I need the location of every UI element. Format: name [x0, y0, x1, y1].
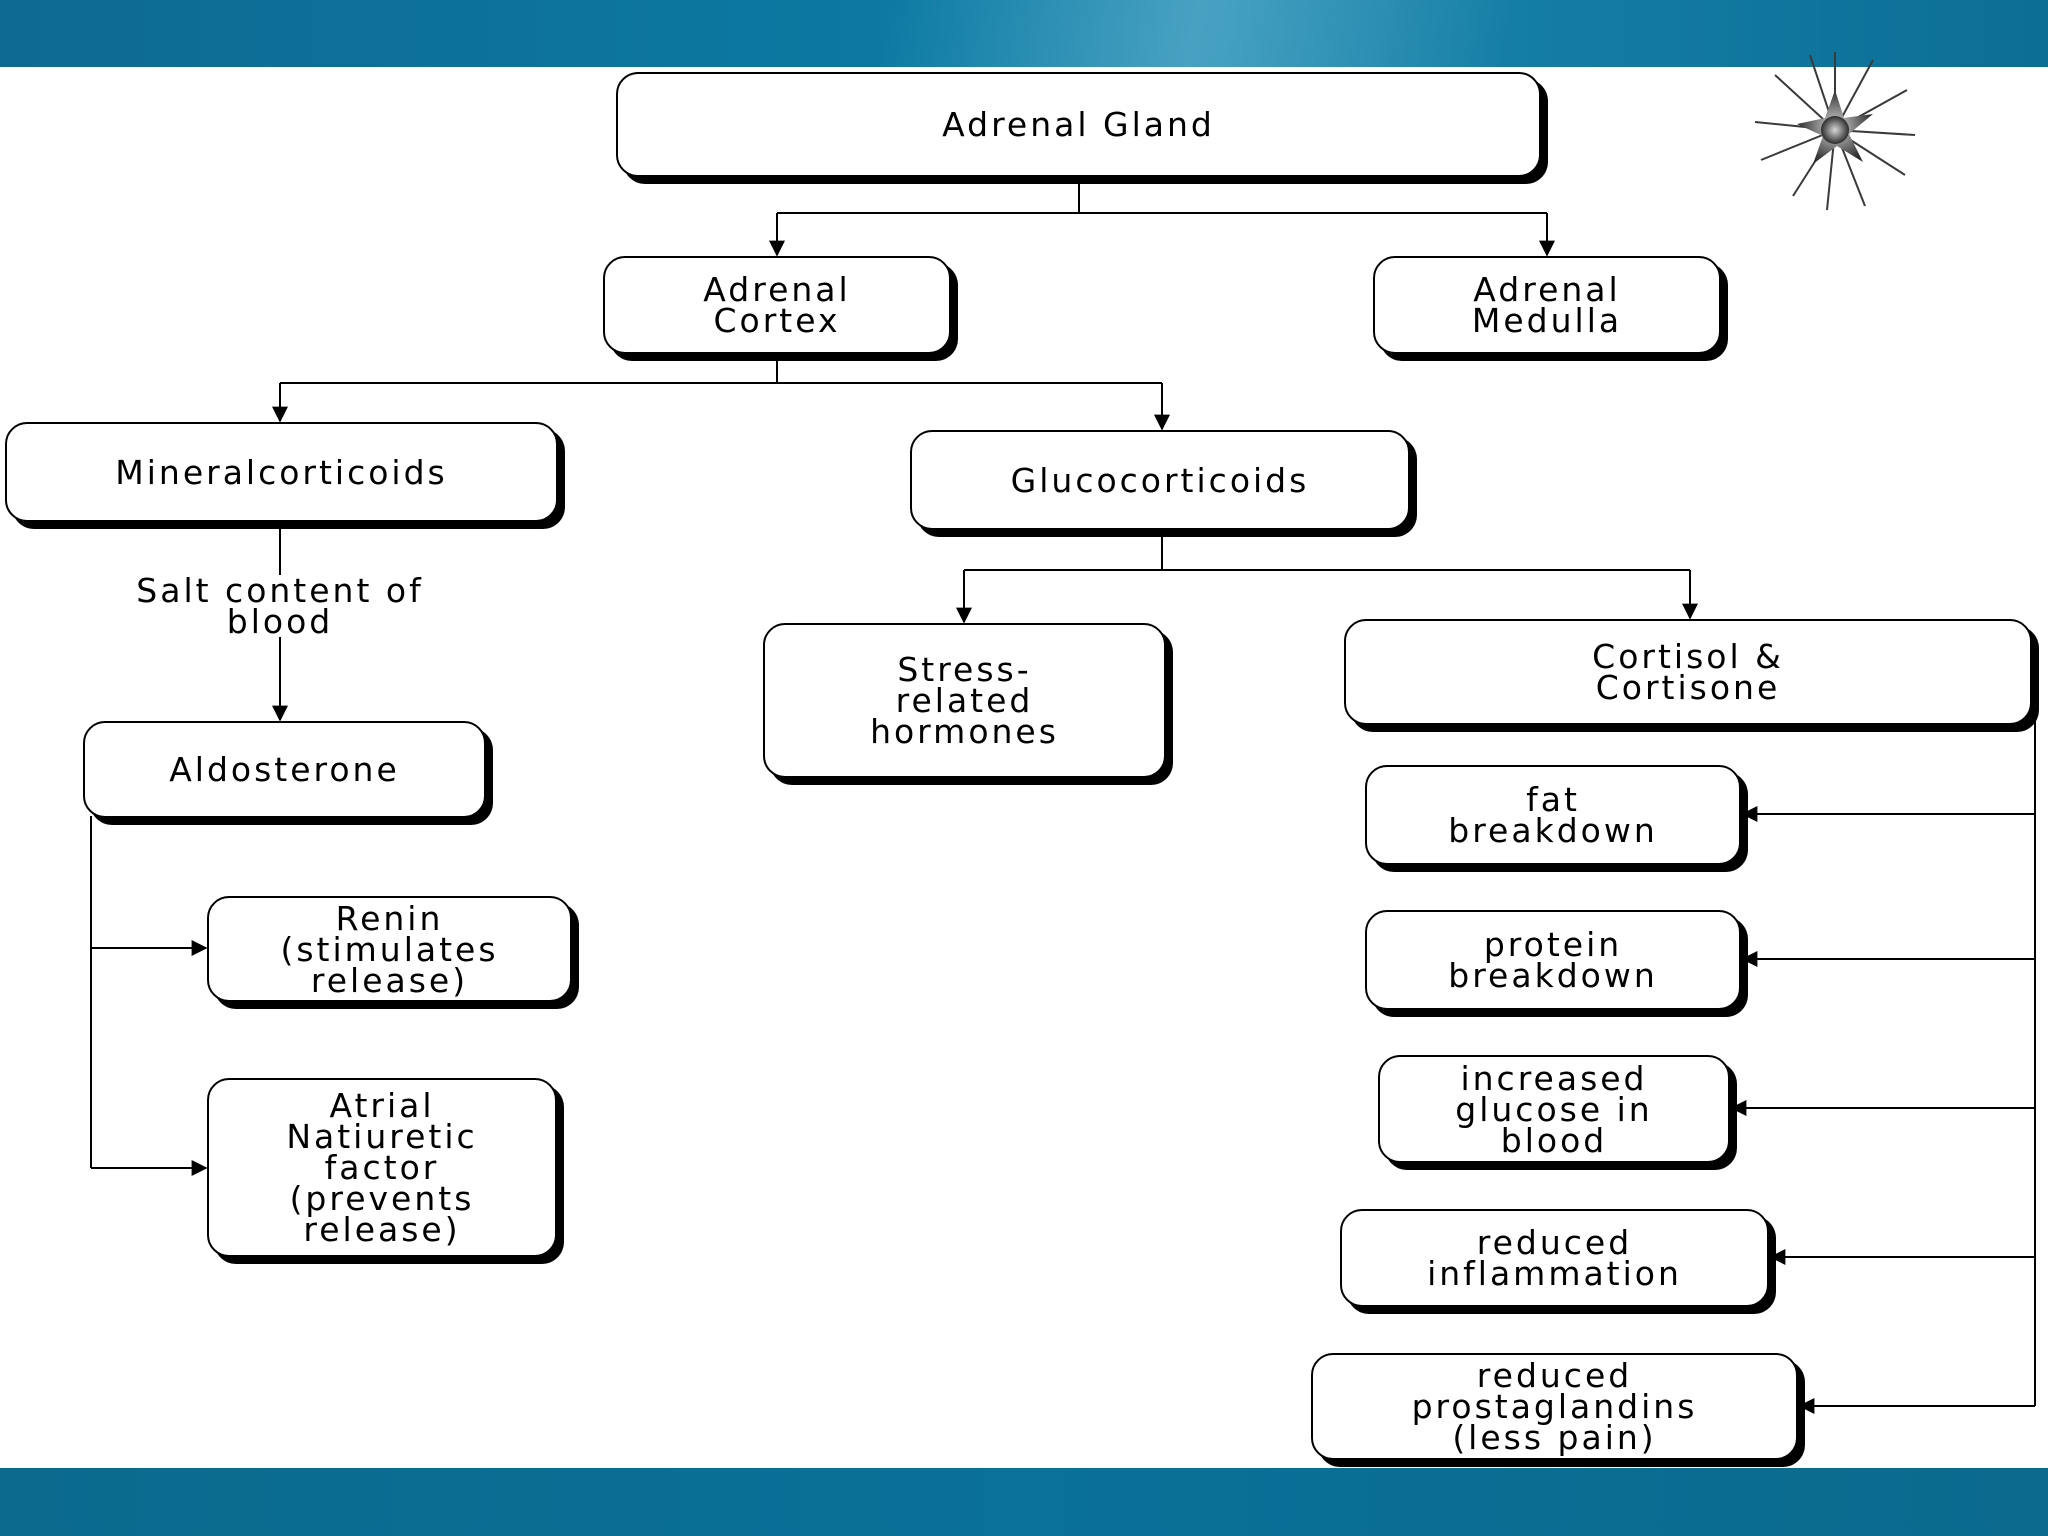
- edge-gluco-split: [964, 532, 1690, 571]
- node-renin-label: Renin (stimulates release): [280, 898, 499, 1000]
- node-renin: Renin (stimulates release): [207, 896, 572, 1002]
- node-adrenal-medulla-label: Adrenal Medulla: [1471, 270, 1623, 340]
- node-aldosterone: Aldosterone: [83, 721, 486, 818]
- node-adrenal-gland-label: Adrenal Gland: [942, 105, 1215, 144]
- node-adrenal-medulla: Adrenal Medulla: [1373, 256, 1721, 354]
- node-adrenal-gland: Adrenal Gland: [616, 72, 1541, 177]
- node-glucocorticoids-label: Glucocorticoids: [1010, 460, 1310, 500]
- edge-cortex-split: [280, 356, 1162, 384]
- node-mineralcorticoids-label: Mineralcorticoids: [115, 452, 448, 492]
- node-adrenal-cortex: Adrenal Cortex: [603, 256, 951, 354]
- edge-label-salt: Salt content of blood: [85, 574, 475, 638]
- node-inflammation-label: reduced inflammation: [1427, 1223, 1682, 1293]
- node-atrial-label: Atrial Natiuretic factor (prevents relea…: [286, 1086, 478, 1249]
- node-aldosterone-label: Aldosterone: [169, 750, 400, 789]
- node-prostaglandins-label: reduced prostaglandins (less pain): [1411, 1356, 1698, 1457]
- node-glucose-label: increased glucose in blood: [1455, 1058, 1653, 1160]
- starburst-icon: [1754, 52, 1916, 211]
- node-stress-label: Stress- related hormones: [870, 650, 1059, 751]
- node-cortisol-cortisone: Cortisol & Cortisone: [1344, 619, 2032, 725]
- node-cortisol-label: Cortisol & Cortisone: [1592, 637, 1784, 707]
- edge-gland-split: [777, 180, 1547, 214]
- node-fat-label: fat breakdown: [1448, 780, 1658, 850]
- node-reduced-inflammation: reduced inflammation: [1340, 1209, 1769, 1307]
- node-mineralcorticoids: Mineralcorticoids: [5, 422, 558, 522]
- node-fat-breakdown: fat breakdown: [1365, 765, 1741, 865]
- node-increased-glucose: increased glucose in blood: [1378, 1055, 1730, 1163]
- header-swoosh: [880, 0, 1780, 67]
- node-adrenal-cortex-label: Adrenal Cortex: [703, 270, 851, 340]
- node-protein-label: protein breakdown: [1448, 925, 1658, 995]
- node-protein-breakdown: protein breakdown: [1365, 910, 1741, 1010]
- footer-band: [0, 1468, 2048, 1536]
- node-glucocorticoids: Glucocorticoids: [910, 430, 1410, 530]
- header-band: [0, 0, 2048, 67]
- node-atrial-natiuretic-factor: Atrial Natiuretic factor (prevents relea…: [207, 1078, 557, 1257]
- node-reduced-prostaglandins: reduced prostaglandins (less pain): [1311, 1353, 1798, 1460]
- node-stress-related-hormones: Stress- related hormones: [763, 623, 1166, 778]
